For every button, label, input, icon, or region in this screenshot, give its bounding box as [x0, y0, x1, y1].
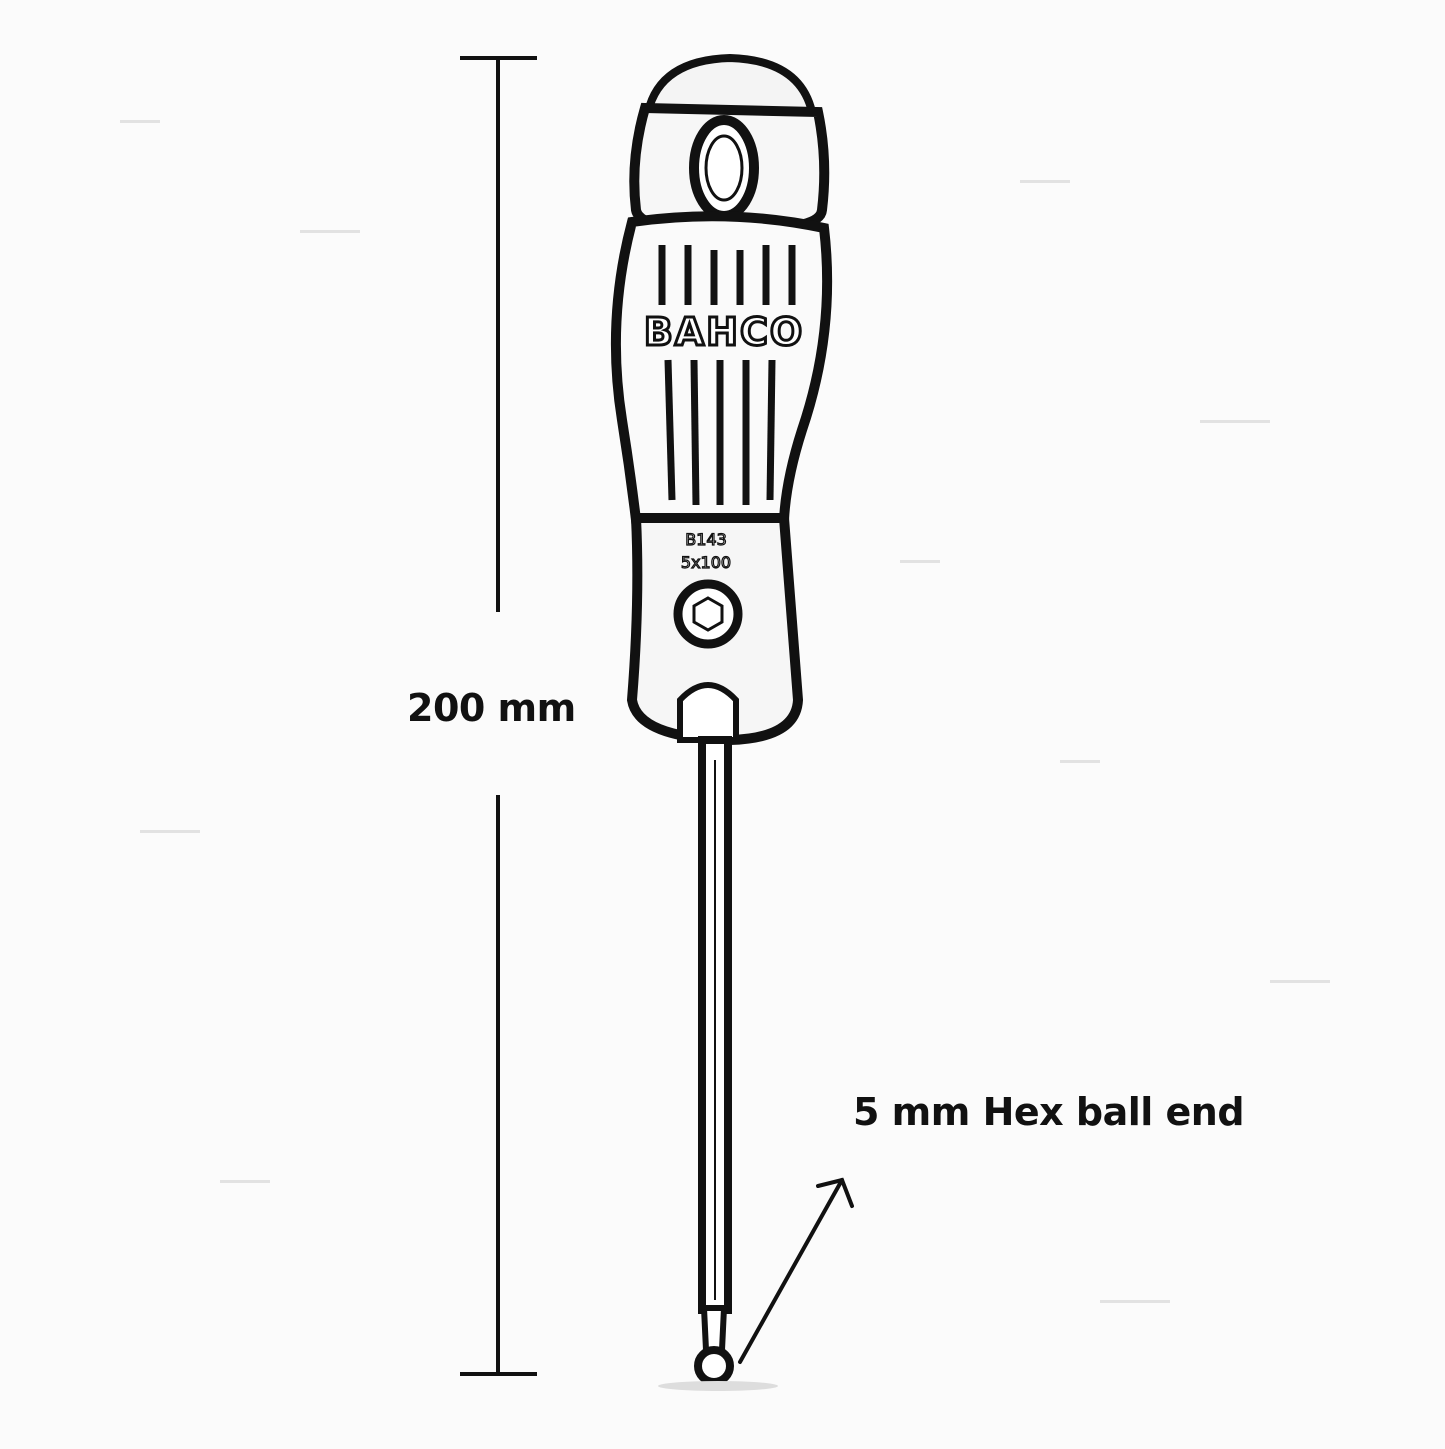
tip-callout-label: 5 mm Hex ball end: [853, 1090, 1245, 1134]
paper-texture: [120, 120, 1330, 1303]
dimension-line: [460, 56, 537, 1376]
brand-logo: BAHCO: [644, 310, 804, 354]
screwdriver-handle: BAHCO B143 5x100: [610, 53, 833, 746]
ball-end: [694, 1346, 734, 1386]
handle-cap: [642, 53, 818, 116]
callout-arrow: [738, 1177, 854, 1364]
model-label: B143: [685, 530, 727, 549]
hex-ball-tip: [700, 1305, 728, 1353]
hex-icon: [692, 596, 724, 632]
hang-hole: [689, 115, 759, 221]
ground-shadow: [658, 1381, 778, 1391]
size-label: 5x100: [681, 553, 731, 572]
hex-badge: [673, 579, 743, 649]
screwdriver-shaft: [694, 736, 734, 1386]
grip-ribs: [658, 245, 796, 506]
length-dimension-label: 200 mm: [407, 686, 576, 730]
